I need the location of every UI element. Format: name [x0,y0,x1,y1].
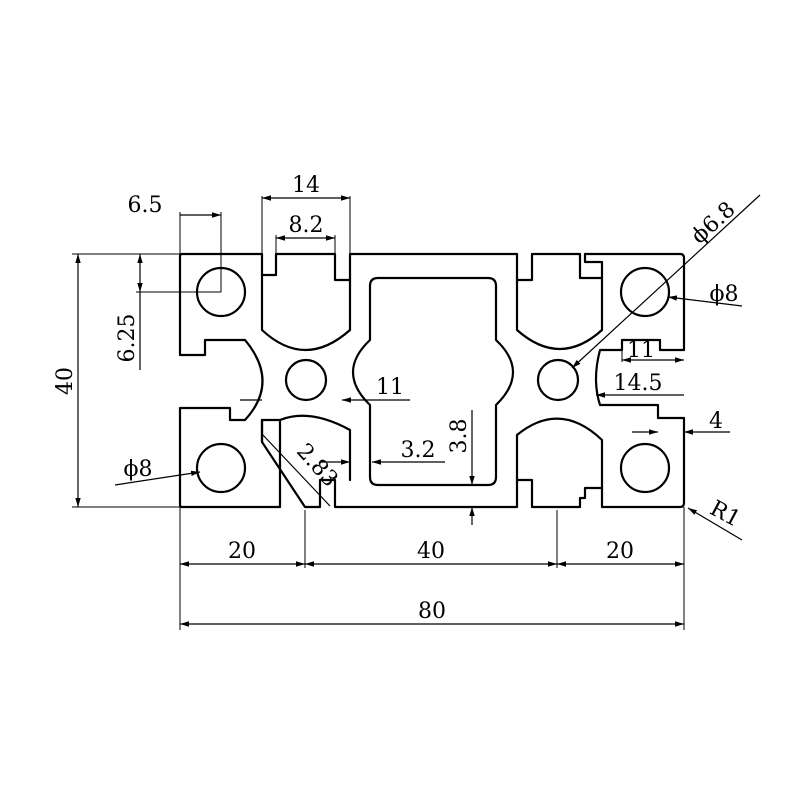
dim-wall-3-2: 3.2 [401,438,436,463]
dim-web-center: 11 [376,375,404,400]
dim-center-bore: ϕ6.8 [687,197,741,249]
dim-hole-offset-x: 6.5 [128,193,163,218]
slot-cavity-top-left [260,273,352,351]
outer-contour [178,252,686,509]
dim-depth: 14.5 [614,371,663,396]
dimensions: 80 20 40 20 40 14 8.2 6.5 6.25 [53,173,761,630]
hole-top-right [619,266,671,318]
dim-wall-4: 4 [709,409,723,434]
hole-bottom-right [619,442,671,494]
dim-overall-width: 80 [418,599,446,624]
center-bore-left [284,358,328,402]
dim-segment-center: 40 [417,539,445,564]
center-chamber [351,276,515,487]
hole-bottom-left [195,442,247,494]
dim-overall-height: 40 [53,367,78,395]
center-bore-right [536,358,580,402]
dim-wall-3-8: 3.8 [447,419,472,454]
slot-cavity-bottom-left [260,414,352,482]
dim-web-right: 11 [627,338,655,363]
dim-slot-neck: 8.2 [289,213,324,238]
dim-corner-radius: R1 [706,496,745,532]
slot-cavity-top-right [515,276,604,350]
slot-cavity-bottom-right [515,417,604,490]
dim-hole-dia-right: ϕ8 [710,282,739,307]
dim-slot-opening: 14 [292,173,320,198]
profile-outline [178,252,686,509]
dim-hole-offset-y: 6.25 [115,314,140,363]
dim-hole-dia-left: ϕ8 [124,457,153,482]
dim-segment-right: 20 [606,539,634,564]
dim-segment-left: 20 [228,539,256,564]
